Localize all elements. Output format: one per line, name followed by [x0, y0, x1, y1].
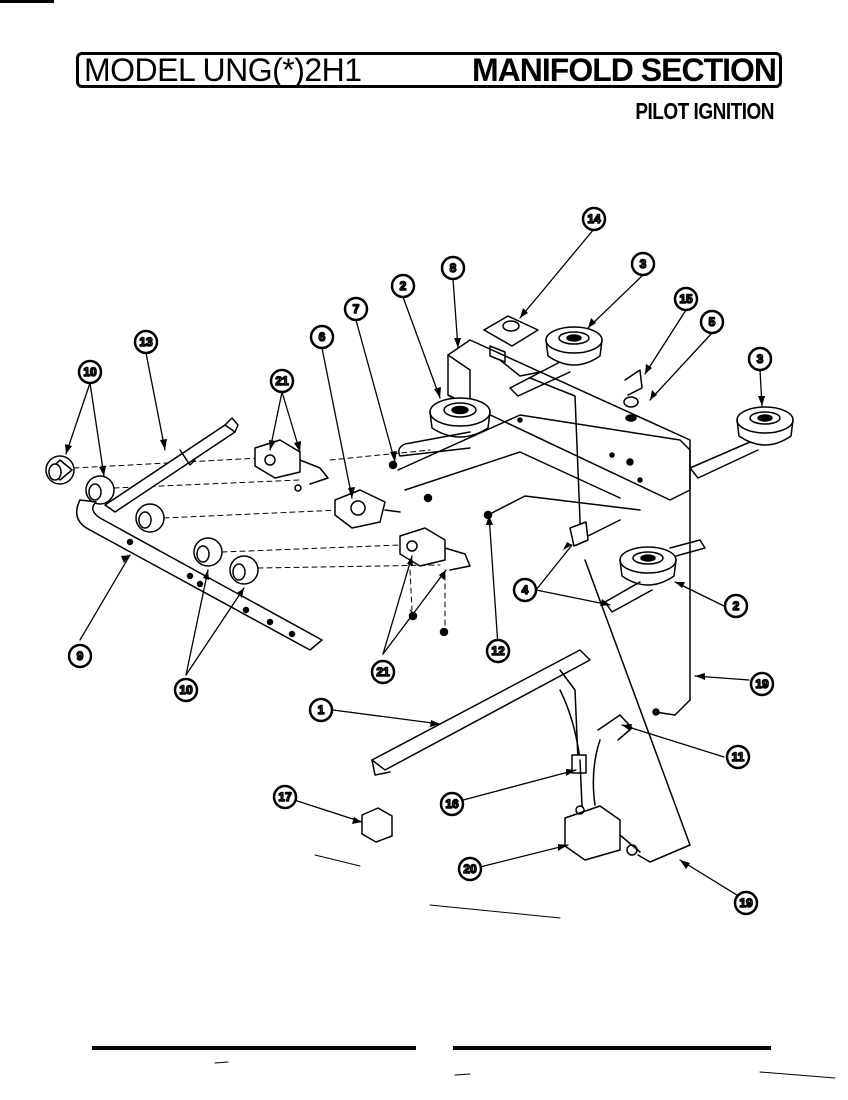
callout-21: 21 [269, 368, 295, 394]
callout-13: 13 [133, 329, 159, 355]
svg-text:7: 7 [353, 302, 360, 316]
callout-7: 7 [343, 296, 369, 322]
callout-5: 5 [699, 309, 725, 335]
leader-arrowheads [65, 308, 765, 869]
svg-text:15: 15 [679, 292, 693, 306]
burner-valves-rear [254, 439, 329, 492]
fittings [388, 369, 660, 716]
callout-2: 2 [723, 593, 749, 619]
bracket-17 [361, 807, 393, 843]
svg-text:12: 12 [491, 644, 505, 658]
callout-10: 10 [173, 677, 199, 703]
burner-front-right [689, 406, 794, 479]
svg-text:16: 16 [445, 797, 459, 811]
svg-text:11: 11 [732, 750, 745, 764]
clip [569, 521, 589, 547]
callout-19: 19 [733, 890, 759, 916]
callout-4: 4 [512, 577, 538, 603]
callout-3: 3 [747, 346, 773, 372]
manifold-pipe [75, 499, 323, 651]
footer-rule-right [453, 1046, 771, 1050]
callout-15: 15 [673, 286, 699, 312]
safety-valve [564, 759, 641, 861]
callout-1: 1 [308, 697, 334, 723]
callout-9: 9 [67, 643, 93, 669]
callout-14: 14 [581, 206, 607, 232]
callout-11: 11 [725, 744, 751, 770]
svg-text:5: 5 [709, 315, 716, 329]
leader-lines [65, 228, 763, 901]
subtitle: PILOT IGNITION [635, 99, 774, 125]
svg-text:3: 3 [757, 352, 764, 366]
footer-rule-left [92, 1046, 416, 1050]
callout-10: 10 [77, 359, 103, 385]
svg-text:6: 6 [319, 330, 326, 344]
pilot-assembly [483, 315, 541, 377]
thermocouple-lead [584, 559, 691, 863]
callout-6: 6 [309, 324, 335, 350]
burner-valve-knob-seats [45, 455, 259, 585]
svg-text:21: 21 [275, 374, 289, 388]
section-title: MANIFOLD SECTION [472, 52, 777, 88]
main-manifold [371, 649, 591, 776]
callout-21: 21 [370, 659, 396, 685]
burner-rear-left [398, 397, 491, 457]
callout-19: 19 [749, 671, 775, 697]
callout-3: 3 [630, 251, 656, 277]
callout-16: 16 [439, 791, 465, 817]
svg-text:4: 4 [522, 583, 529, 597]
svg-text:2: 2 [733, 599, 740, 613]
svg-text:13: 13 [139, 335, 153, 349]
corner-mark [0, 0, 54, 3]
scan-artifacts [214, 854, 836, 1079]
svg-text:19: 19 [755, 677, 769, 691]
svg-text:3: 3 [640, 257, 647, 271]
svg-text:19: 19 [739, 896, 753, 910]
valve-support-rail [104, 417, 239, 513]
title-box [76, 52, 782, 88]
svg-text:8: 8 [450, 261, 457, 275]
callout-17: 17 [272, 784, 298, 810]
callout-20: 20 [457, 856, 483, 882]
model-title: MODEL UNG(*)2H1 [84, 52, 362, 88]
svg-text:20: 20 [463, 862, 477, 876]
callout-2: 2 [390, 273, 416, 299]
burner-front-center [604, 539, 706, 613]
callout-12: 12 [485, 638, 511, 664]
svg-text:17: 17 [278, 790, 292, 804]
svg-text:10: 10 [179, 683, 193, 697]
center-valve [334, 489, 401, 529]
svg-text:9: 9 [77, 649, 84, 663]
svg-text:14: 14 [587, 212, 601, 226]
svg-text:1: 1 [318, 703, 325, 717]
svg-text:21: 21 [376, 665, 390, 679]
svg-text:2: 2 [400, 279, 407, 293]
svg-text:10: 10 [83, 365, 97, 379]
callout-8: 8 [440, 255, 466, 281]
